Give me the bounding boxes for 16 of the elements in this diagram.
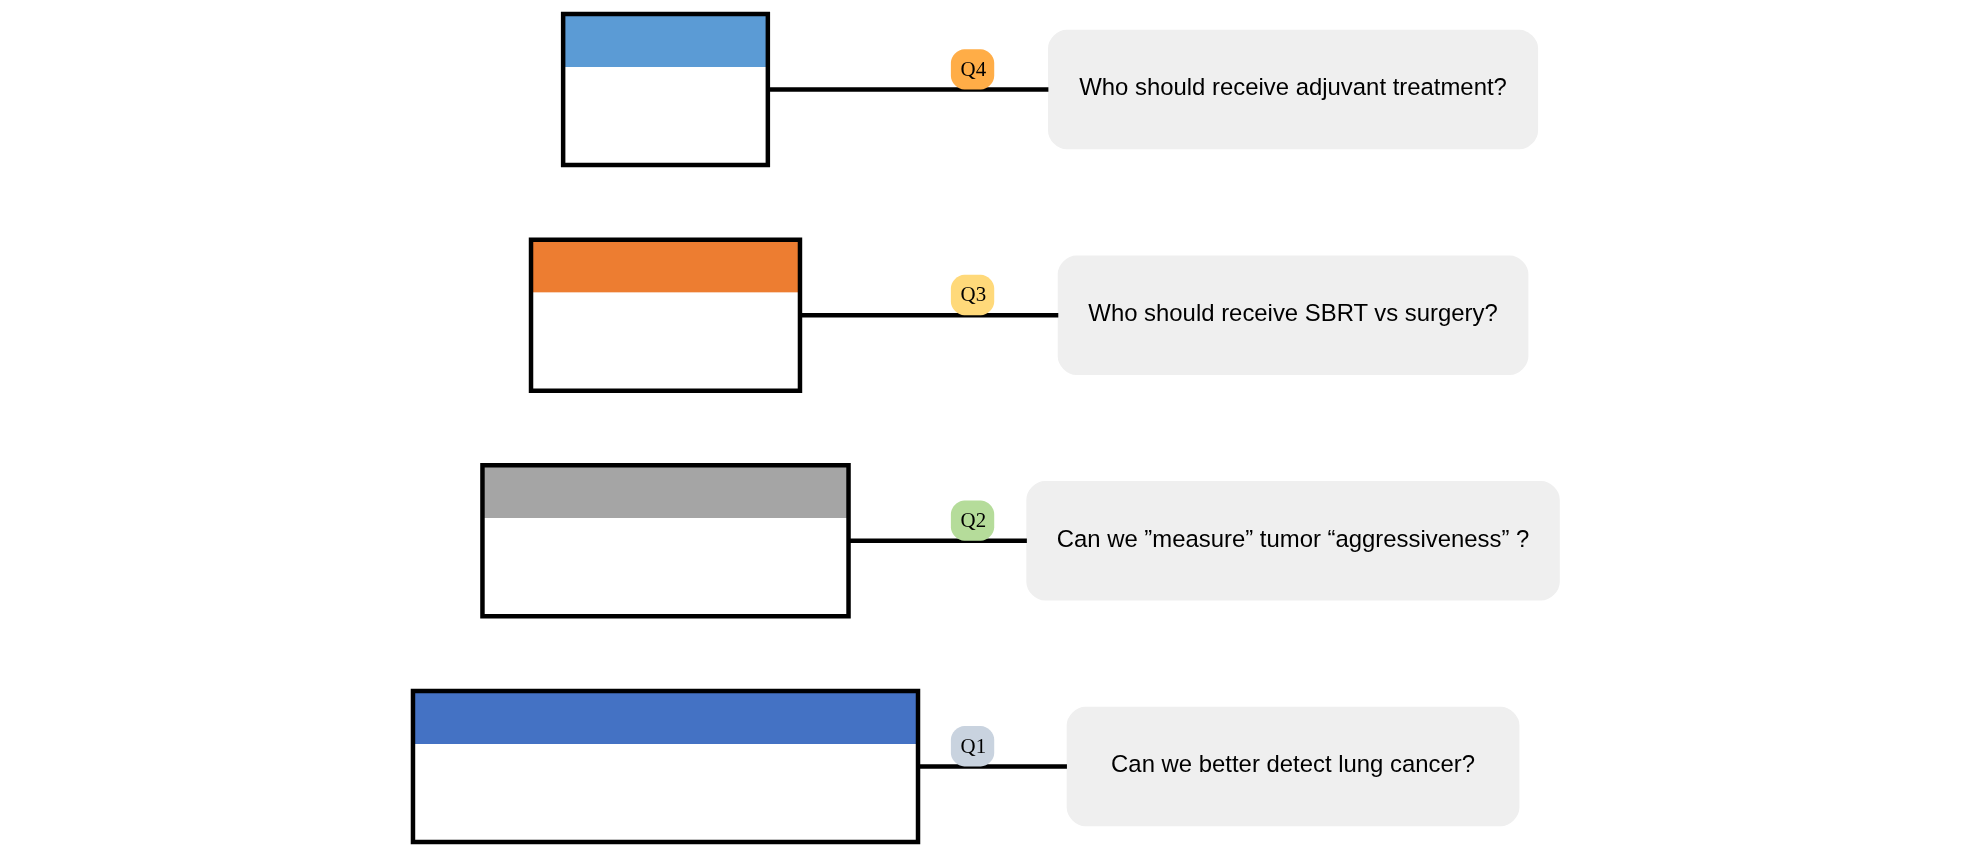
- node-box: [560, 11, 771, 168]
- node-box: Can we ”measure” tumor “aggressiveness” ?: [1026, 481, 1560, 601]
- node-box: [410, 688, 921, 845]
- node-box: [480, 463, 851, 619]
- edge-label: Q4: [960, 56, 987, 81]
- node-box: Who should receive SBRT vs surgery?: [1057, 255, 1529, 375]
- connector: [768, 87, 1049, 92]
- connector: [848, 538, 1027, 544]
- node-box: Who should receive adjuvant treatment?: [1048, 29, 1539, 150]
- connector: [918, 764, 1067, 769]
- edge-label: Q1: [960, 733, 987, 758]
- connector: [800, 312, 1059, 318]
- edge-label: Q3: [960, 282, 987, 307]
- edge-label: Q2: [960, 507, 987, 532]
- node-box: Can we better detect lung cancer?: [1066, 706, 1520, 827]
- node-box: [528, 237, 803, 393]
